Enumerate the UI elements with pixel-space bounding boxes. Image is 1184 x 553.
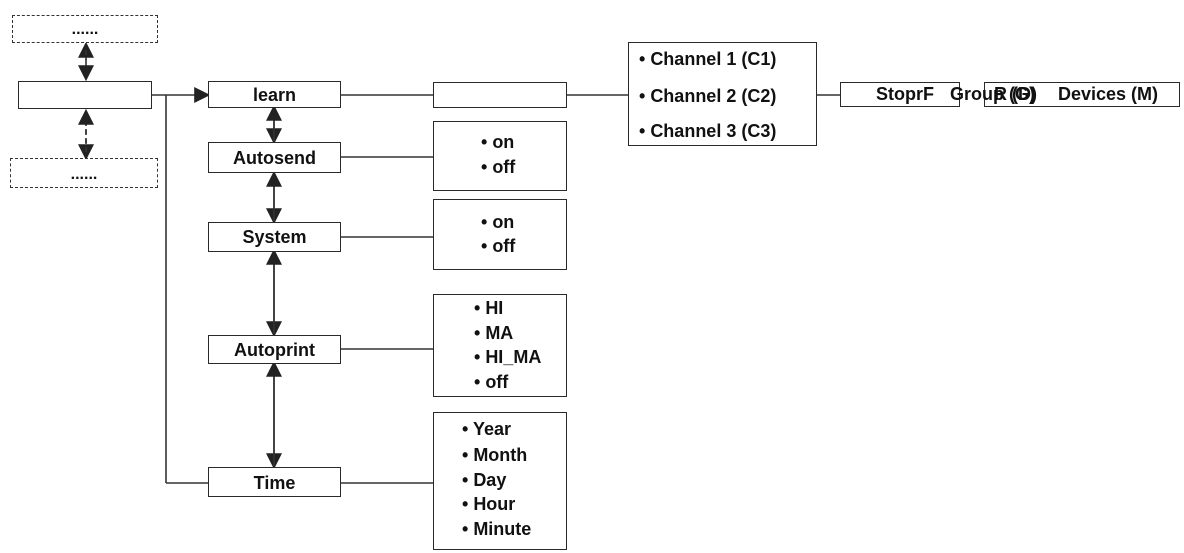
menu-item-autoprint[interactable]: Autoprint [208,335,341,364]
system-option: • off [481,236,516,256]
time-day: Day [473,470,507,490]
menu-item-system[interactable]: System [208,222,341,252]
bottom-placeholder-text: ...... [70,166,98,183]
channel-item: • Channel 1 (C1) [639,49,777,69]
time-option: • Hour [462,494,516,514]
time-options-box: • Year • Month • Day • Hour • Minute [433,412,567,550]
autoprint-ma: MA [485,323,514,343]
autosend-options-box: • on • off [433,121,567,191]
channels-box: • Channel 1 (C1) • Channel 2 (C2) • Chan… [628,42,817,146]
main-menu-box[interactable] [18,81,152,109]
channel-item: • Channel 3 (C3) [639,121,777,141]
time-minute: Minute [473,519,532,539]
menu-item-autosend[interactable]: Autosend [208,142,341,173]
system-option: • on [481,212,515,232]
overlap-text-group: Group (G) [950,84,1035,104]
channel-1-label: Channel 1 (C1) [650,49,777,69]
autosend-option: • off [481,157,516,177]
time-month: Month [473,445,528,465]
channel-3-label: Channel 3 (C3) [650,121,777,141]
channel-item: • Channel 2 (C2) [639,86,777,106]
autosend-option: • on [481,132,515,152]
overlap-text-devices: Devices (M) [1058,84,1159,104]
autoprint-hi-ma: HI_MA [485,347,542,367]
overlap-text-stoprf: StoprF [876,84,934,104]
menu-item-learn-label: learn [252,85,297,105]
menu-item-time[interactable]: Time [208,467,341,497]
time-option: • Day [462,470,507,490]
time-option: • Year [462,419,512,439]
autoprint-option: • MA [474,323,514,343]
system-off: off [492,236,516,256]
top-placeholder-box: ...... [12,15,158,43]
menu-item-autosend-label: Autosend [233,148,316,168]
devices-box [984,82,1180,107]
autosend-on: on [492,132,515,152]
autoprint-options-box: • HI • MA • HI_MA • off [433,294,567,397]
autoprint-option: • HI [474,298,504,318]
menu-item-system-label: System [242,227,307,247]
learn-value-box [433,82,567,108]
time-hour: Hour [473,494,516,514]
menu-item-autoprint-label: Autoprint [234,340,315,360]
overlap-text-r: R (D) [994,84,1037,104]
menu-item-time-label: Time [253,473,296,493]
autoprint-option: • off [474,372,509,392]
system-options-box: • on • off [433,199,567,270]
time-year: Year [472,419,512,439]
autoprint-hi: HI [485,298,504,318]
autoprint-off: off [485,372,509,392]
channel-2-label: Channel 2 (C2) [650,86,777,106]
bottom-placeholder-box: ...... [10,158,158,188]
time-option: • Minute [462,519,532,539]
menu-item-learn[interactable]: learn [208,81,341,108]
top-placeholder-text: ...... [71,21,99,38]
stop-rf-box [840,82,960,107]
system-on: on [492,212,515,232]
autosend-off: off [492,157,516,177]
time-option: • Month [462,445,528,465]
autoprint-option: • HI_MA [474,347,542,367]
